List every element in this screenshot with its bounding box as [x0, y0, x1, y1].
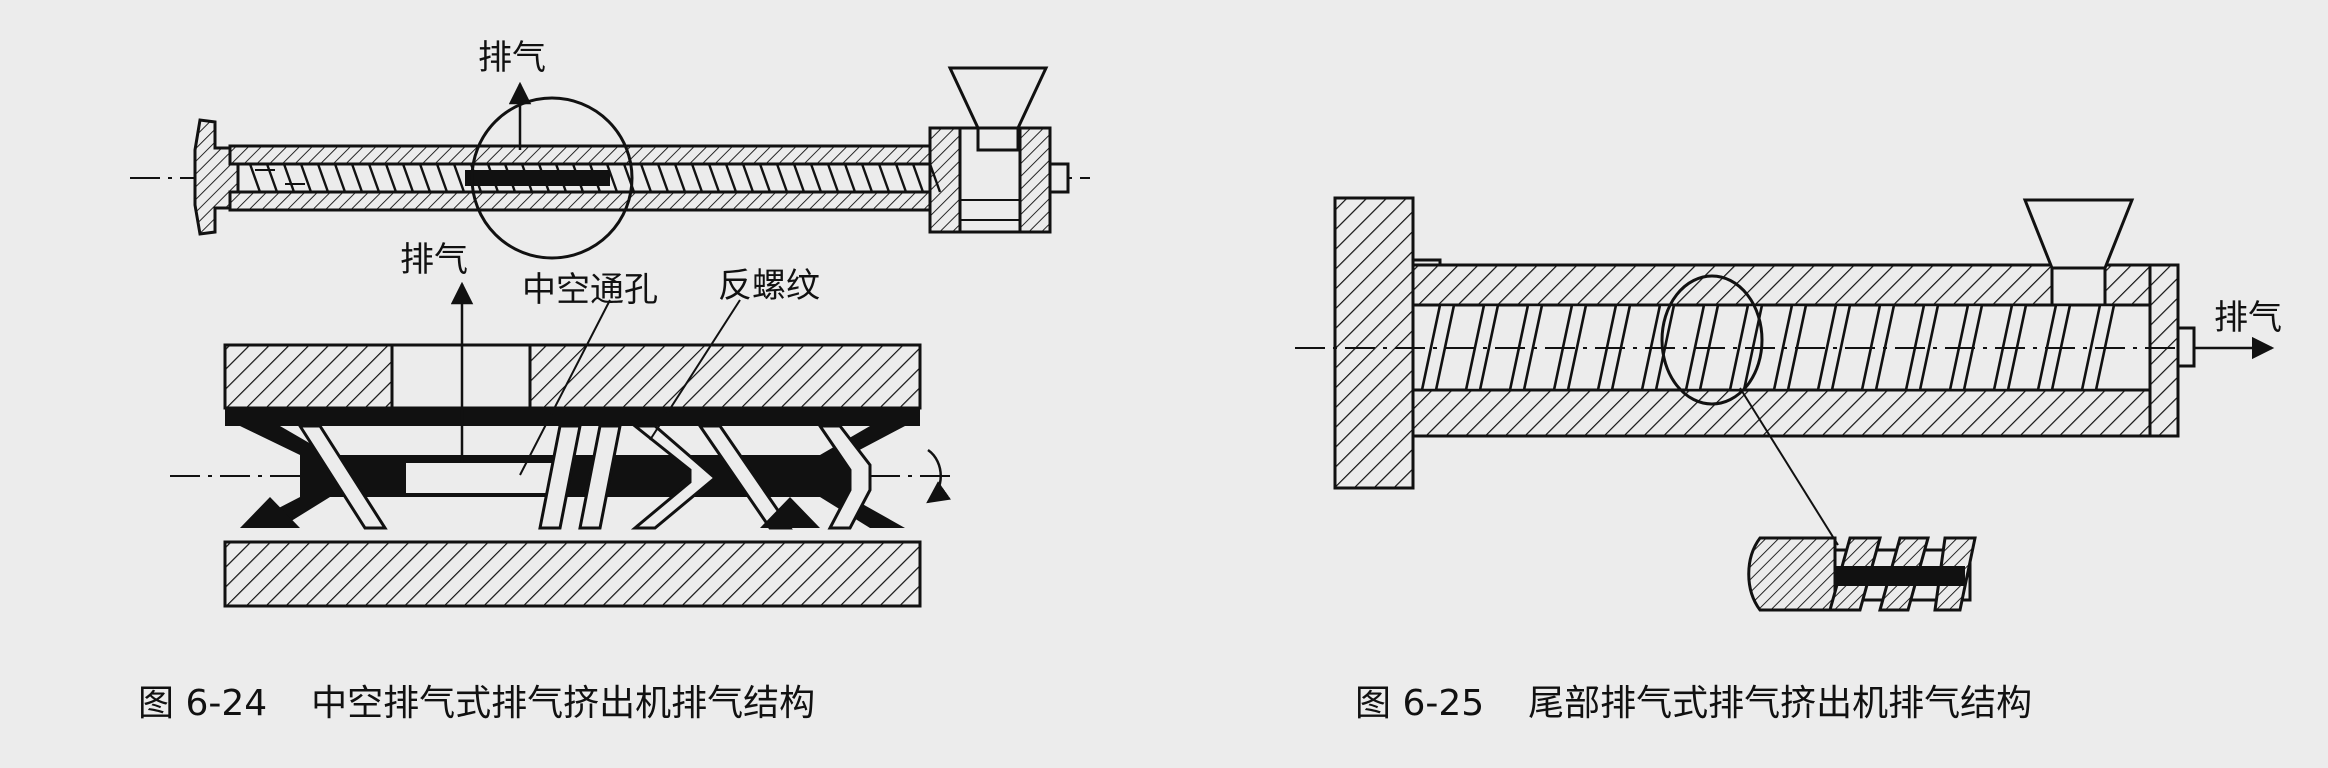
label-vent-top: 排气 — [478, 38, 546, 78]
overview-flight — [656, 163, 670, 193]
overview-flight — [792, 163, 806, 193]
right-flight — [1420, 303, 1456, 392]
overview-flight — [741, 163, 755, 193]
overview-flight — [605, 163, 619, 193]
label-vent-right: 排气 — [2214, 298, 2282, 338]
left-detail-section — [170, 343, 950, 608]
right-flight — [1772, 303, 1808, 392]
overview-flight — [809, 163, 823, 193]
reverse-thread-leader — [649, 299, 741, 441]
overview-flight — [911, 163, 925, 193]
overview-flight — [435, 163, 449, 193]
caption-left-number: 图 6-24 — [138, 683, 268, 724]
label-hollow-hole: 中空通孔 — [522, 270, 658, 310]
overview-flight — [316, 163, 330, 193]
overview-flight — [418, 163, 432, 193]
overview-flight — [452, 163, 466, 193]
right-flight — [1464, 303, 1500, 392]
overview-flight — [384, 163, 398, 193]
left-overview-extruder — [130, 66, 1090, 236]
overview-flight — [928, 163, 942, 193]
overview-flight — [843, 163, 857, 193]
caption-right: 图 6-25 尾部排气式排气挤出机排气结构 — [1355, 674, 2032, 726]
caption-left-title: 中空排气式排气挤出机排气结构 — [311, 683, 816, 724]
right-flight — [1508, 303, 1544, 392]
overview-flight — [367, 163, 381, 193]
right-detail-leader — [1739, 387, 1839, 546]
overview-flight — [639, 163, 653, 193]
overview-flight — [265, 163, 279, 193]
overview-flight — [894, 163, 908, 193]
right-flight — [1860, 303, 1896, 392]
right-detail-circle — [1660, 274, 1764, 406]
overview-flight — [724, 163, 738, 193]
overview-flight — [673, 163, 687, 193]
hollow-hole-leader — [519, 299, 611, 476]
right-detail-piece — [1747, 536, 1977, 612]
overview-flight — [707, 163, 721, 193]
rotation-arrow — [926, 448, 952, 504]
caption-left: 图 6-24 中空排气式排气挤出机排气结构 — [138, 674, 815, 726]
overview-flight — [299, 163, 313, 193]
label-reverse-thread: 反螺纹 — [718, 266, 820, 306]
right-extruder — [1333, 196, 2196, 490]
left-overview-vent-band — [465, 170, 610, 186]
left-detail-circle — [470, 96, 634, 260]
overview-flight — [333, 163, 347, 193]
caption-right-number: 图 6-25 — [1355, 683, 1485, 724]
overview-flight — [877, 163, 891, 193]
overview-flight — [860, 163, 874, 193]
overview-flight — [826, 163, 840, 193]
overview-flight — [401, 163, 415, 193]
label-vent-mid: 排气 — [400, 240, 468, 280]
overview-flight — [350, 163, 364, 193]
caption-right-title: 尾部排气式排气挤出机排气结构 — [1528, 683, 2033, 724]
overview-flight — [282, 163, 296, 193]
overview-flight — [758, 163, 772, 193]
overview-flight — [775, 163, 789, 193]
overview-flight — [248, 163, 262, 193]
overview-flight — [690, 163, 704, 193]
